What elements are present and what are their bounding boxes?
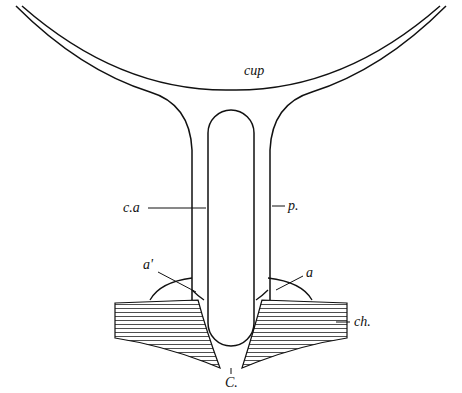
hatched-block [242, 300, 347, 368]
flange [268, 278, 312, 300]
flange [150, 278, 192, 300]
stalk-wall [270, 6, 446, 300]
part-label: a' [142, 258, 154, 272]
part-label: c.a [122, 201, 141, 215]
stalk-wall [16, 6, 192, 300]
part-label: C. [224, 376, 239, 390]
part-label: a [305, 266, 314, 280]
canal [208, 110, 254, 346]
part-label: p. [287, 199, 300, 213]
cup-outline [22, 6, 440, 90]
part-label: ch. [353, 315, 372, 329]
part-label: cup [243, 64, 265, 78]
hatched-block [115, 300, 220, 368]
